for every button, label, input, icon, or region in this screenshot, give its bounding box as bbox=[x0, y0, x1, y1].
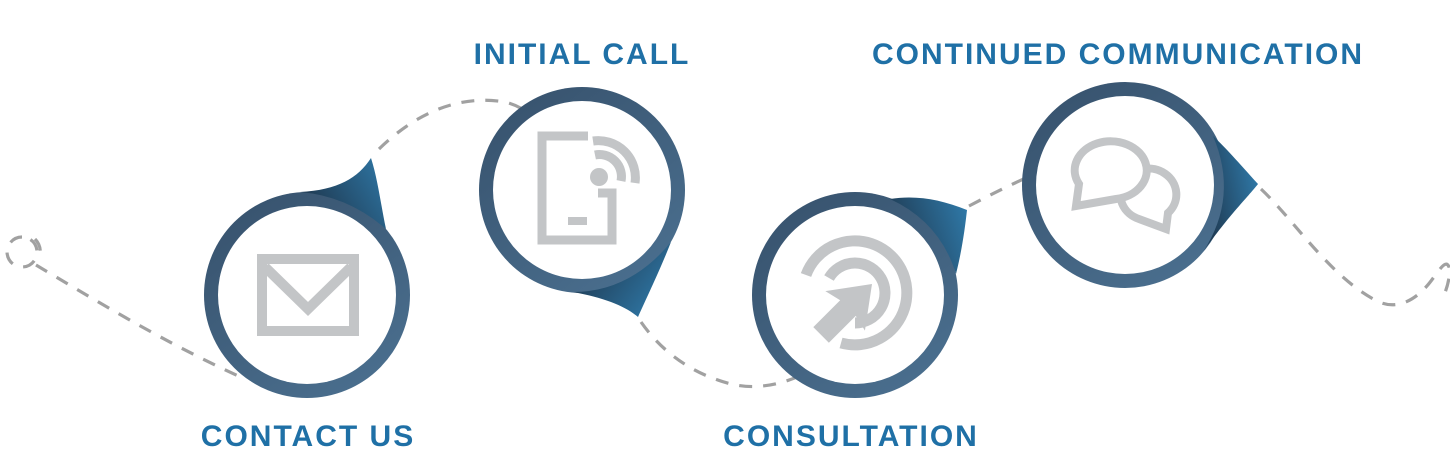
node-pointer bbox=[890, 197, 967, 274]
step-node-consultation bbox=[752, 192, 967, 398]
click-target-icon bbox=[800, 235, 913, 351]
node-face bbox=[493, 101, 671, 279]
chat-bubbles-icon bbox=[1070, 137, 1181, 235]
phone-wifi-icon bbox=[537, 131, 640, 245]
node-face bbox=[218, 206, 396, 384]
node-pointer bbox=[1203, 136, 1258, 252]
step-label-initial-call: INITIAL CALL bbox=[473, 38, 691, 71]
node-pointer bbox=[573, 242, 671, 317]
flow-start-curl-icon bbox=[5, 235, 39, 269]
flow-end-curl-icon bbox=[1259, 187, 1450, 307]
node-pointer bbox=[300, 158, 386, 229]
step-label-continued-communication: CONTINUED COMMUNICATION bbox=[871, 38, 1365, 71]
envelope-icon bbox=[257, 254, 359, 336]
step-label-consultation: CONSULTATION bbox=[723, 420, 979, 453]
step-label-contact-us: CONTACT US bbox=[200, 420, 416, 453]
step-node-contact-us bbox=[204, 158, 410, 398]
step-node-initial-call bbox=[479, 87, 685, 317]
step-node-continued-communication bbox=[1022, 82, 1258, 288]
